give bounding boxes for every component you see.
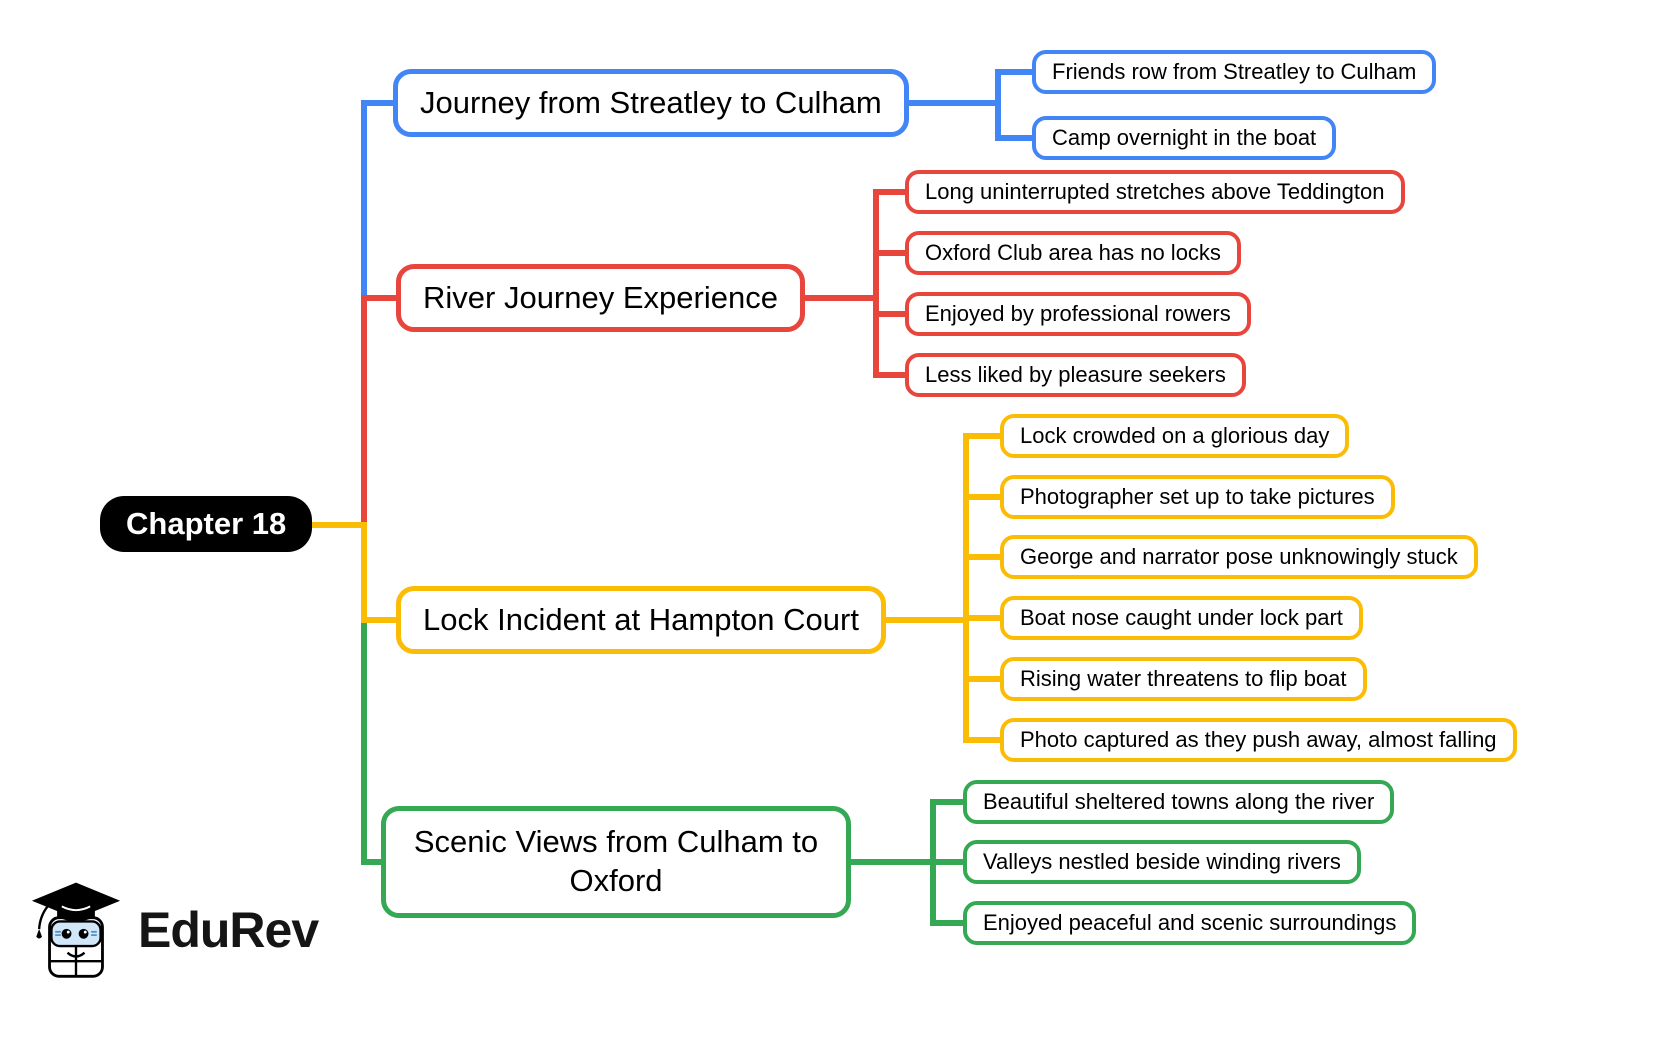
leaf-long-stretches: Long uninterrupted stretches above Teddi… xyxy=(905,170,1405,214)
connector-trunk-blue xyxy=(361,100,367,298)
branch-river-journey-experience: River Journey Experience xyxy=(396,264,805,333)
leaf-camp-overnight: Camp overnight in the boat xyxy=(1032,116,1337,160)
connector-yellow-child-stub xyxy=(963,737,1028,743)
connector-yellow-child-stub xyxy=(963,494,1028,500)
connector-red-child-stub xyxy=(873,372,933,378)
connector-blue-child-stub xyxy=(995,135,1060,141)
connector-trunk-green xyxy=(361,620,367,865)
edurev-brand-text: EduRev xyxy=(138,902,319,958)
leaf-professional-rowers: Enjoyed by professional rowers xyxy=(905,292,1251,336)
leaf-george-narrator-pose: George and narrator pose unknowingly stu… xyxy=(1000,535,1478,579)
connector-yellow-child-spine xyxy=(963,433,969,743)
connector-red-child-spine xyxy=(873,189,879,378)
connector-green-child-stub xyxy=(930,920,990,926)
connector-blue-child-spine xyxy=(995,69,1001,141)
connector-yellow-child-stub xyxy=(963,615,1028,621)
leaf-photographer-setup: Photographer set up to take pictures xyxy=(1000,475,1395,519)
leaf-boat-nose-caught: Boat nose caught under lock part xyxy=(1000,596,1363,640)
leaf-oxford-club-no-locks: Oxford Club area has no locks xyxy=(905,231,1241,275)
leaf-lock-crowded: Lock crowded on a glorious day xyxy=(1000,414,1350,458)
leaf-peaceful-surroundings: Enjoyed peaceful and scenic surroundings xyxy=(963,901,1417,945)
branch-lock-incident-hampton-court: Lock Incident at Hampton Court xyxy=(396,586,886,655)
connector-yellow-child-stub xyxy=(963,676,1028,682)
branch-journey-streatley-culham: Journey from Streatley to Culham xyxy=(393,69,909,138)
connector-trunk-yellow xyxy=(361,522,367,623)
leaf-friends-row: Friends row from Streatley to Culham xyxy=(1032,50,1437,94)
connector-trunk-red xyxy=(361,298,367,525)
connector-yellow-child-stub xyxy=(963,554,1028,560)
branch-scenic-views-culham-oxford: Scenic Views from Culham to Oxford xyxy=(381,806,851,918)
connector-blue-child-stub xyxy=(995,69,1060,75)
connector-red-child-stub xyxy=(873,250,933,256)
connector-yellow-child-stub xyxy=(963,433,1028,439)
leaf-photo-captured: Photo captured as they push away, almost… xyxy=(1000,718,1517,762)
leaf-sheltered-towns: Beautiful sheltered towns along the rive… xyxy=(963,780,1395,824)
leaf-valleys-winding-rivers: Valleys nestled beside winding rivers xyxy=(963,840,1361,884)
graduation-cap-mascot-icon xyxy=(31,882,121,978)
leaf-pleasure-seekers: Less liked by pleasure seekers xyxy=(905,353,1246,397)
leaf-rising-water: Rising water threatens to flip boat xyxy=(1000,657,1367,701)
root-node-chapter-18: Chapter 18 xyxy=(100,496,313,552)
edurev-logo: EduRev xyxy=(28,878,319,982)
connector-red-child-stub xyxy=(873,189,933,195)
connector-root-stub xyxy=(300,522,367,528)
connector-green-child-stub xyxy=(930,859,990,865)
connector-red-child-stub xyxy=(873,311,933,317)
connector-green-child-stub xyxy=(930,799,990,805)
